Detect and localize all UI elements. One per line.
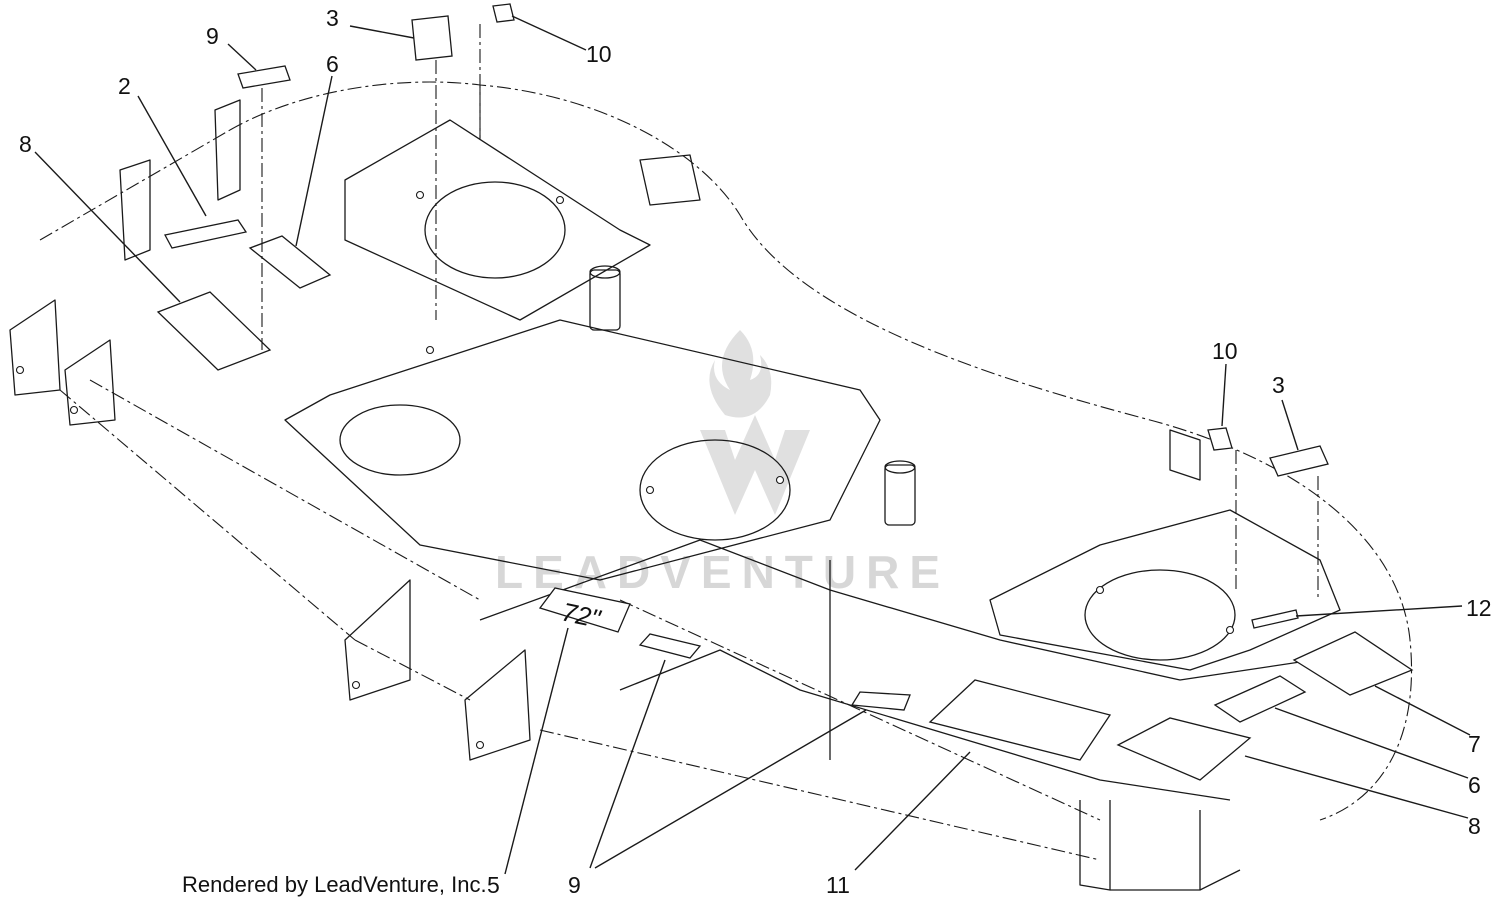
decal-8-left bbox=[156, 291, 272, 371]
callout-2: 2 bbox=[118, 73, 131, 99]
decal-10-right-clip bbox=[1207, 427, 1233, 451]
decal-12 bbox=[1251, 609, 1299, 629]
decal-7 bbox=[1292, 631, 1414, 696]
decal-9-top bbox=[237, 65, 291, 89]
decal-6-left bbox=[248, 235, 332, 289]
decal-10-top-clip bbox=[492, 3, 515, 23]
decal-6-right bbox=[1213, 675, 1307, 723]
watermark-text: LEADVENTURE bbox=[495, 546, 950, 598]
callout-11: 11 bbox=[826, 872, 850, 898]
callouts: 9 3 10 2 6 8 10 3 12 7 6 8 5 9 11 bbox=[19, 5, 1492, 898]
callout-6-right: 6 bbox=[1468, 772, 1481, 798]
placement-lines bbox=[261, 24, 1319, 600]
callout-10-top: 10 bbox=[586, 41, 612, 67]
callout-12: 12 bbox=[1466, 595, 1492, 621]
callout-6-left: 6 bbox=[326, 51, 339, 77]
callout-5: 5 bbox=[487, 872, 500, 898]
decal-9-front-a bbox=[850, 691, 911, 711]
decal-2 bbox=[164, 219, 248, 249]
credit-text: Rendered by LeadVenture, Inc. bbox=[182, 872, 487, 897]
decal-3-right bbox=[1269, 445, 1329, 477]
callout-3-top: 3 bbox=[326, 5, 339, 31]
watermark: LEADVENTURE bbox=[495, 330, 950, 598]
callout-9-front: 9 bbox=[568, 872, 581, 898]
mower-deck bbox=[9, 81, 1413, 891]
callout-9-top: 9 bbox=[206, 23, 219, 49]
decal-11 bbox=[928, 679, 1112, 761]
decal-3-top bbox=[411, 15, 453, 61]
callout-10-right: 10 bbox=[1212, 338, 1238, 364]
decal-8-right bbox=[1116, 717, 1252, 781]
decal-9-front-b bbox=[638, 633, 702, 659]
decals: 72" bbox=[156, 3, 1414, 781]
callout-8-left: 8 bbox=[19, 131, 32, 157]
callout-3-right: 3 bbox=[1272, 372, 1285, 398]
leader-lines bbox=[34, 15, 1471, 875]
callout-8-right: 8 bbox=[1468, 813, 1481, 839]
callout-7: 7 bbox=[1468, 731, 1481, 757]
